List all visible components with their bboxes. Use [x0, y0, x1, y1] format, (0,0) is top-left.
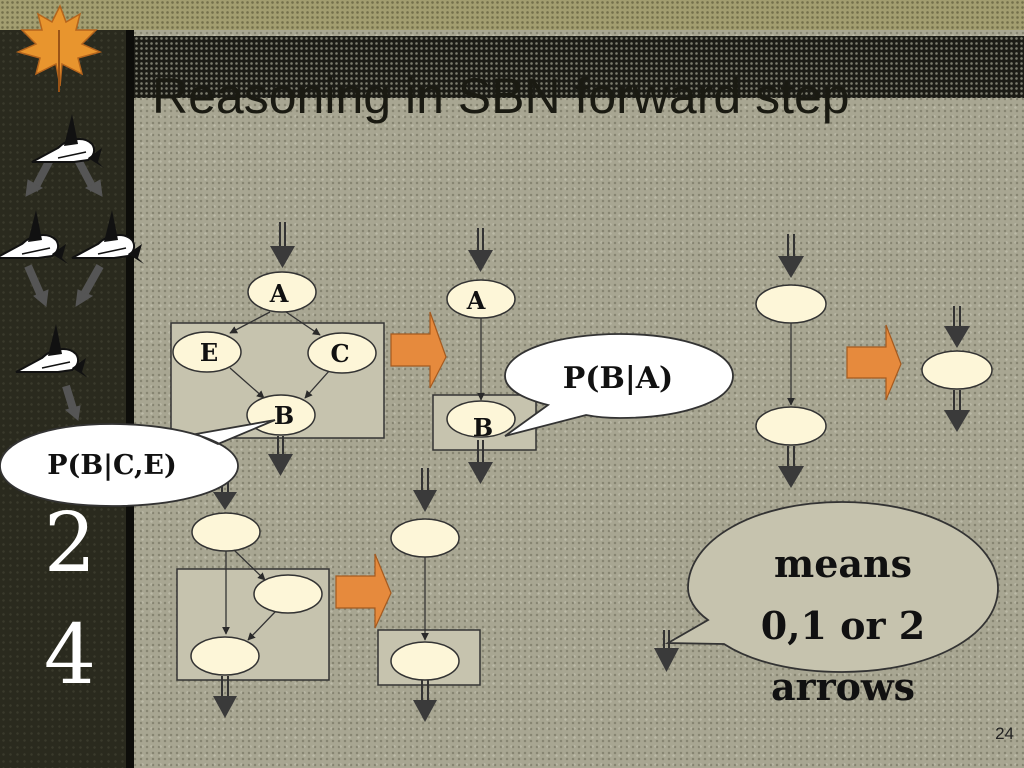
node-bl3: [190, 636, 260, 676]
edge-a-c: [285, 311, 321, 336]
node-e1: [172, 331, 242, 373]
callout-means: [664, 501, 999, 673]
node-a1: [247, 271, 317, 313]
top-texture-band: [0, 0, 1024, 30]
edge-a-e: [229, 311, 271, 334]
input-arrow-r1: [778, 234, 804, 278]
node-bm1: [390, 518, 460, 558]
slide-digits: 2 4: [30, 488, 110, 712]
output-arrow-r3: [944, 390, 970, 432]
node-c1-label: C: [330, 339, 349, 368]
input-arrow-r3: [944, 306, 970, 348]
edge-c-b: [304, 369, 331, 399]
swordfish-icon: [0, 210, 68, 264]
callout-means-line1: means: [774, 541, 912, 586]
input-arrow-a2: [468, 228, 493, 272]
sidebar-connector-arrows: [24, 154, 104, 421]
callout-p-b-ce-text: P(B|C,E): [47, 450, 177, 481]
node-c1: [307, 332, 377, 374]
input-arrow-bm1: [413, 468, 437, 512]
output-arrow-bm2: [413, 680, 437, 722]
page-number: 24: [995, 724, 1014, 743]
node-a2: [446, 279, 516, 319]
output-arrow-bl3: [213, 676, 237, 718]
sidebar-edge: [126, 30, 134, 768]
output-arrow-r2: [778, 446, 804, 488]
node-r3: [921, 350, 993, 390]
legend-arrow: [654, 630, 679, 672]
node-a1-label: A: [269, 279, 289, 308]
node-b2: [446, 400, 516, 438]
node-a2-label: A: [466, 286, 486, 315]
callout-means-line2: 0,1 or 2: [761, 603, 925, 648]
slide-title: Reasoning in SBN forward step: [152, 68, 850, 124]
node-b2-label: B: [473, 413, 493, 442]
node-r1: [755, 284, 827, 324]
node-r2: [755, 406, 827, 446]
swordfish-icon: [15, 324, 88, 378]
output-arrow-b2: [468, 440, 493, 484]
input-arrow-a1: [270, 222, 295, 268]
swordfish-icon: [31, 114, 104, 168]
swordfish-icon: [71, 210, 144, 264]
maple-leaf-icon: [15, 4, 103, 92]
node-bl2: [253, 574, 323, 614]
node-bm2: [390, 641, 460, 681]
node-b1-label: B: [274, 401, 294, 430]
transform-arrow-1: [390, 311, 447, 389]
edge-e-b: [229, 367, 265, 399]
slide-digit-ones: 4: [43, 608, 97, 703]
callout-means-line3: arrows: [771, 664, 915, 709]
callout-p-b-a-text: P(B|A): [563, 361, 674, 396]
slide-digit-tens: 2: [43, 496, 97, 591]
edge-bl1-bl2: [233, 549, 266, 581]
callout-p-b-ce: [0, 419, 276, 507]
callout-p-b-a: [504, 333, 734, 437]
output-arrow-b1: [268, 436, 293, 476]
transform-arrow-3: [846, 324, 902, 401]
title-texture-band: [134, 36, 1024, 98]
node-bl1: [191, 512, 261, 552]
transform-arrow-2: [335, 553, 392, 629]
node-e1-label: E: [200, 338, 218, 367]
edge-bl2-bl3: [247, 611, 276, 641]
